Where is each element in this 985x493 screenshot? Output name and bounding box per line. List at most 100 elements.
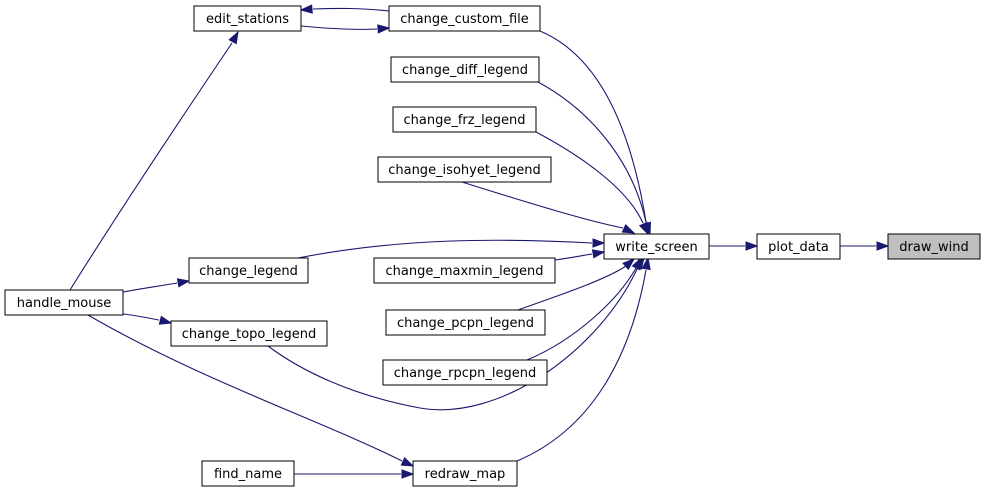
nodes-layer: draw_wind plot_data write_screen change_cus…: [4, 5, 981, 487]
node-label: redraw_map: [425, 467, 506, 482]
node-box: [382, 359, 548, 386]
edge-line: [122, 282, 178, 293]
node-box: [603, 233, 710, 260]
edge-line: [516, 269, 647, 462]
edge-handle_mouse-to-change_topo_legend: [122, 313, 173, 325]
edge-line: [539, 30, 647, 223]
node-label: change_custom_file: [400, 12, 529, 27]
edge-change_isohyet_legend-to-write_screen: [461, 181, 636, 234]
edge-line: [517, 265, 627, 311]
node-box: [188, 257, 309, 284]
arrowhead: [377, 24, 391, 34]
node-change-legend[interactable]: change_legend: [188, 257, 309, 284]
arrowhead: [876, 241, 890, 251]
edge-handle_mouse-to-edit_stations: [69, 30, 239, 291]
arrowhead: [638, 221, 649, 236]
node-find-name[interactable]: find_name: [201, 460, 295, 487]
edge-line: [122, 313, 160, 321]
arrowhead: [641, 256, 651, 271]
edge-change_custom_file-to-write_screen: [539, 30, 651, 236]
node-draw-wind[interactable]: draw_wind: [887, 233, 981, 260]
edge-handle_mouse-to-redraw_map: [87, 314, 415, 467]
node-change-custom-file[interactable]: change_custom_file: [388, 5, 541, 32]
node-label: draw_wind: [899, 240, 968, 255]
node-change-topo-legend[interactable]: change_topo_legend: [170, 320, 328, 347]
arrowhead: [401, 469, 415, 479]
edge-line: [87, 314, 403, 462]
edge-line: [461, 181, 624, 229]
edge-change_custom_file-to-edit_stations: [299, 4, 390, 14]
node-label: plot_data: [768, 240, 829, 255]
node-box: [412, 460, 518, 487]
node-plot-data[interactable]: plot_data: [756, 233, 841, 260]
node-box: [388, 5, 541, 32]
node-handle-mouse[interactable]: handle_mouse: [4, 289, 124, 316]
edge-change_legend-to-write_screen: [297, 238, 606, 259]
node-edit-stations[interactable]: edit_stations: [193, 5, 302, 32]
edge-line: [312, 7, 390, 12]
edge-change_maxmin_legend-to-write_screen: [554, 249, 606, 261]
node-write-screen[interactable]: write_screen: [603, 233, 710, 260]
node-label: change_topo_legend: [182, 327, 316, 342]
arrowhead: [622, 258, 636, 271]
arrowhead: [158, 315, 173, 325]
node-box: [756, 233, 841, 260]
edge-edit_stations-to-change_custom_file: [300, 24, 391, 34]
edges-layer: [69, 4, 890, 479]
node-label: edit_stations: [206, 12, 289, 27]
edge-redraw_map-to-write_screen: [516, 256, 651, 462]
edge-handle_mouse-to-change_legend: [122, 278, 191, 293]
node-label: find_name: [214, 467, 282, 482]
edge-line: [300, 25, 378, 30]
arrowhead: [745, 241, 759, 251]
node-box: [4, 289, 124, 316]
node-box: [193, 5, 302, 32]
node-label: change_pcpn_legend: [397, 316, 534, 331]
arrowhead: [400, 456, 415, 467]
edge-line: [69, 42, 233, 291]
node-label: write_screen: [615, 240, 697, 255]
arrowhead: [592, 238, 606, 248]
arrowhead: [591, 249, 606, 259]
arrowhead: [631, 256, 642, 271]
node-label: change_frz_legend: [404, 113, 526, 128]
node-box: [887, 233, 981, 260]
edge-line: [535, 131, 644, 224]
node-box: [201, 460, 295, 487]
node-box: [390, 56, 540, 83]
node-label: handle_mouse: [17, 296, 111, 311]
node-box: [170, 320, 328, 347]
edge-line: [297, 239, 593, 259]
edge-write_screen-to-plot_data: [709, 241, 759, 251]
node-change-frz-legend[interactable]: change_frz_legend: [392, 106, 537, 133]
arrowhead: [228, 30, 239, 45]
edge-change_frz_legend-to-write_screen: [535, 131, 649, 236]
node-label: change_maxmin_legend: [385, 264, 543, 279]
edge-change_pcpn_legend-to-write_screen: [517, 258, 636, 311]
arrowhead: [621, 223, 636, 234]
node-box: [377, 156, 552, 183]
node-box: [373, 257, 556, 284]
node-change-rpcpn-legend[interactable]: change_rpcpn_legend: [382, 359, 548, 386]
edge-line: [267, 266, 639, 411]
node-box: [385, 309, 546, 336]
edge-line: [554, 253, 593, 261]
node-change-isohyet-legend[interactable]: change_isohyet_legend: [377, 156, 552, 183]
node-change-pcpn-legend[interactable]: change_pcpn_legend: [385, 309, 546, 336]
edge-change_diff_legend-to-write_screen: [537, 81, 651, 236]
node-change-maxmin-legend[interactable]: change_maxmin_legend: [373, 257, 556, 284]
edge-line: [537, 81, 647, 223]
node-label: change_rpcpn_legend: [394, 366, 536, 381]
node-label: change_legend: [199, 264, 298, 279]
node-box: [392, 106, 537, 133]
node-change-diff-legend[interactable]: change_diff_legend: [390, 56, 540, 83]
edge-change_rpcpn_legend-to-write_screen: [526, 256, 642, 361]
edge-plot_data-to-draw_wind: [840, 241, 890, 251]
edge-line: [526, 267, 637, 361]
arrowhead: [299, 4, 313, 14]
node-label: change_isohyet_legend: [388, 163, 541, 178]
node-label: change_diff_legend: [402, 63, 528, 78]
node-redraw-map[interactable]: redraw_map: [412, 460, 518, 487]
arrowhead: [176, 278, 191, 288]
